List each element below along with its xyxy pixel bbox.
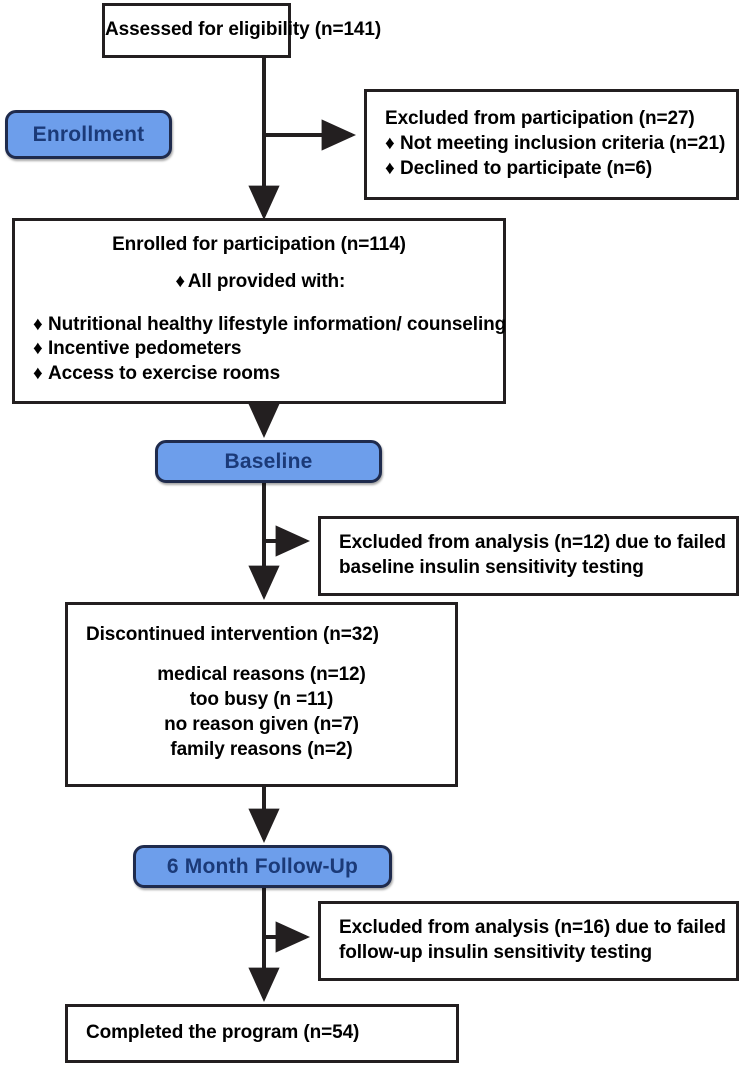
excluded-participation-line-1: Excluded from participation (n=27) bbox=[385, 108, 695, 130]
discontinued-reason-2: too busy (n =11) bbox=[189, 689, 334, 711]
excluded-participation-bullet-1: Not meeting inclusion criteria (n=21) bbox=[400, 133, 726, 155]
node-excluded-from-participation: Excluded from participation (n=27) ♦Not … bbox=[364, 89, 739, 200]
enrolled-line-1: Enrolled for participation (n=114) bbox=[112, 234, 406, 256]
bullet-diamond-icon: ♦ bbox=[385, 133, 395, 155]
enrolled-bullet-1: Nutritional healthy lifestyle informatio… bbox=[48, 313, 507, 335]
enrolled-bullet-3: Access to exercise rooms bbox=[48, 363, 281, 385]
excluded-followup-line-2: follow-up insulin sensitivity testing bbox=[339, 942, 652, 963]
enrolled-bullet-3-row: ♦Access to exercise rooms bbox=[15, 362, 503, 387]
excluded-participation-bullet-1-row: ♦Not meeting inclusion criteria (n=21) bbox=[385, 132, 736, 157]
node-enrolled-for-participation: Enrolled for participation (n=114) ♦All … bbox=[12, 218, 506, 404]
phase-badge-baseline: Baseline bbox=[155, 440, 382, 483]
excluded-participation-bullet-2-row: ♦Declined to participate (n=6) bbox=[385, 157, 736, 182]
bullet-diamond-icon: ♦ bbox=[33, 363, 43, 385]
phase-badge-enrollment: Enrollment bbox=[5, 110, 172, 159]
enrolled-line-2: All provided with: bbox=[187, 270, 346, 292]
excluded-baseline-line-1: Excluded from analysis (n=12) due to fai… bbox=[339, 532, 726, 554]
bullet-diamond-icon: ♦ bbox=[33, 313, 43, 335]
enrolled-bullet-2: Incentive pedometers bbox=[48, 338, 242, 360]
enrolled-provided-row: ♦All provided with: bbox=[15, 270, 503, 295]
node-discontinued-intervention: Discontinued intervention (n=32) medical… bbox=[65, 602, 458, 787]
discontinued-reason-1: medical reasons (n=12) bbox=[157, 664, 366, 686]
enrolled-bullet-1-row: ♦Nutritional healthy lifestyle informati… bbox=[15, 313, 507, 338]
node-assessed-for-eligibility: Assessed for eligibility (n=141) bbox=[102, 3, 382, 58]
node-excluded-baseline-analysis: Excluded from analysis (n=12) due to fai… bbox=[318, 516, 739, 596]
bullet-diamond-icon: ♦ bbox=[33, 338, 43, 360]
discontinued-reason-3: no reason given (n=7) bbox=[164, 713, 359, 735]
excluded-participation-bullet-2: Declined to participate (n=6) bbox=[400, 157, 653, 179]
assessed-line-1: Assessed for eligibility (n=141) bbox=[105, 19, 382, 41]
discontinued-line-1: Discontinued intervention (n=32) bbox=[86, 623, 379, 645]
phase-badge-enrollment-label: Enrollment bbox=[32, 122, 145, 146]
excluded-baseline-line-2: baseline insulin sensitivity testing bbox=[339, 557, 644, 578]
phase-badge-six-month-follow-up-label: 6 Month Follow-Up bbox=[166, 854, 359, 878]
enrolled-bullet-2-row: ♦Incentive pedometers bbox=[15, 337, 503, 362]
excluded-followup-line-1: Excluded from analysis (n=16) due to fai… bbox=[339, 917, 726, 939]
completed-line-1: Completed the program (n=54) bbox=[86, 1022, 360, 1044]
discontinued-reason-4: family reasons (n=2) bbox=[170, 738, 353, 760]
phase-badge-baseline-label: Baseline bbox=[224, 449, 313, 473]
phase-badge-six-month-follow-up: 6 Month Follow-Up bbox=[133, 845, 392, 888]
bullet-diamond-icon: ♦ bbox=[385, 157, 395, 179]
node-excluded-followup-analysis: Excluded from analysis (n=16) due to fai… bbox=[318, 901, 739, 981]
node-completed-the-program: Completed the program (n=54) bbox=[65, 1004, 459, 1063]
bullet-diamond-icon: ♦ bbox=[175, 270, 185, 292]
